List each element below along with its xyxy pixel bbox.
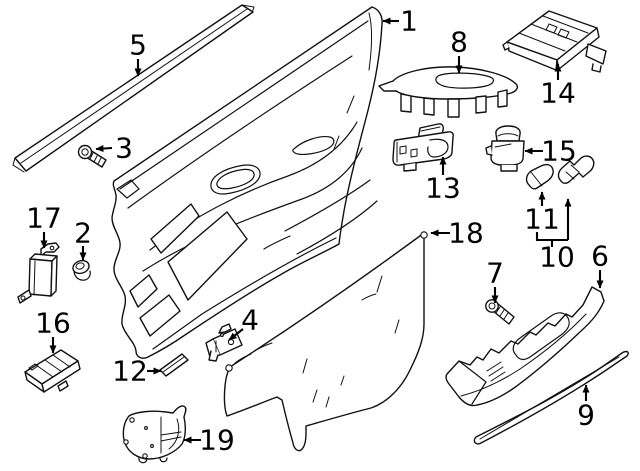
screw-3-drawing [77, 144, 107, 168]
callout-10-label[interactable]: 10 [539, 241, 575, 274]
module-16-drawing [24, 349, 81, 393]
callout-2-label[interactable]: 2 [74, 217, 92, 250]
door-pull-trim-6-drawing [445, 286, 605, 407]
door-trim-panel-drawing [111, 6, 383, 359]
callout-6-label[interactable]: 6 [591, 240, 609, 273]
callout-13-label[interactable]: 13 [425, 172, 461, 205]
bulb-11-drawing [525, 163, 554, 190]
callout-5-label[interactable]: 5 [129, 29, 147, 62]
master-switch-14-drawing [502, 10, 607, 73]
callout-3-arrow [95, 145, 113, 153]
callout-18-label[interactable]: 18 [448, 217, 484, 250]
belt-weatherstrip-drawing [12, 4, 255, 173]
callout-11-label[interactable]: 11 [524, 203, 560, 236]
callout-10-bracket [535, 232, 568, 247]
callout-17-label[interactable]: 17 [26, 202, 62, 235]
pad-strip-12-drawing [159, 353, 189, 377]
callout-8-label[interactable]: 8 [450, 26, 468, 59]
switch-bezel-8-drawing [378, 66, 519, 118]
screw-7-drawing [485, 299, 515, 325]
callout-15-label[interactable]: 15 [541, 135, 577, 168]
callout-16-label[interactable]: 16 [35, 307, 71, 340]
callout-1-label[interactable]: 1 [400, 5, 418, 38]
callout-19-label[interactable]: 19 [199, 424, 235, 457]
callout-14-label[interactable]: 14 [540, 77, 576, 110]
callout-12-label[interactable]: 12 [112, 355, 148, 388]
clip-grommet-2-drawing [72, 259, 91, 281]
tweeter-bracket-19-drawing [122, 405, 187, 464]
bulb-socket-10-drawing [557, 155, 595, 184]
callout-4-label[interactable]: 4 [241, 304, 259, 337]
bracket-4-drawing [205, 323, 243, 362]
door-glass-drawing [223, 231, 428, 452]
control-module-17-drawing [17, 242, 60, 304]
molding-strip-9-drawing [473, 350, 629, 445]
switch-15-drawing [485, 125, 525, 172]
window-switch-13-drawing [392, 123, 454, 172]
callout-7-label[interactable]: 7 [486, 257, 504, 290]
callout-9-label[interactable]: 9 [577, 399, 595, 432]
callout-3-label[interactable]: 3 [115, 132, 133, 165]
callout-4-arrow [228, 328, 244, 341]
